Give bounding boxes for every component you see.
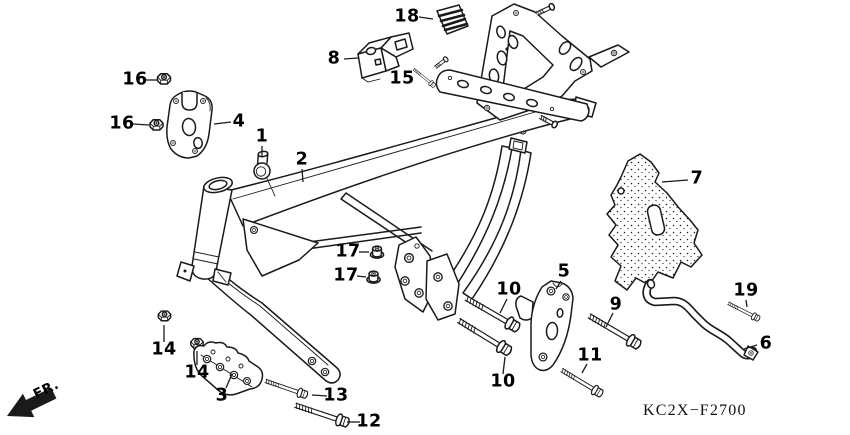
part-callout-1: 1 [255,126,269,147]
part-callout-8: 8 [327,48,341,69]
leader-line-19 [745,299,748,308]
leader-line-3 [225,373,233,389]
part-callout-10: 10 [496,279,522,300]
part-callout-18: 18 [394,6,420,27]
part-18-rubber-block [436,4,469,35]
part-1-clip [253,150,276,197]
part-callout-16: 16 [122,69,148,90]
part-callout-6: 6 [759,333,773,354]
frame-hanger-plates [394,236,460,321]
part-callout-7: 7 [690,168,704,189]
leader-line-9 [605,312,614,328]
leader-line-17 [356,275,367,278]
part-callout-13: 13 [323,385,349,406]
frame-main-spar [226,96,597,227]
leader-line-7 [661,179,689,183]
part-callout-15: 15 [389,68,415,89]
part-8-bracket [357,32,414,83]
frame-tail-bridge [431,3,630,129]
part-2-frame-body [176,3,630,384]
part-callout-5: 5 [557,261,571,282]
leader-line-13 [311,394,328,397]
leader-line-11 [581,363,588,374]
frame-rear-down-tubes [442,127,532,300]
part-callout-14: 14 [184,362,210,383]
frame-gusset [242,218,319,277]
leader-line-4 [213,121,232,125]
part-5-bracket [515,280,574,372]
part-callout-3: 3 [215,385,229,406]
part-callout-12: 12 [356,411,382,432]
part-callout-10: 10 [490,371,516,392]
leader-line-2 [301,168,304,183]
frame-head-tube [176,176,233,286]
part-callout-2: 2 [295,149,309,170]
leader-line-18 [418,16,434,20]
leader-line-8 [343,57,359,60]
part-callout-19: 19 [733,280,759,301]
part-callout-16: 16 [109,113,135,134]
leader-line-10 [499,298,508,314]
part-3-bracket [193,341,264,396]
part-callout-11: 11 [577,345,603,366]
leader-line-5 [555,280,562,290]
part-callout-14: 14 [151,339,177,360]
part-callout-9: 9 [609,294,623,315]
leader-line-16 [132,123,150,126]
part-6-stay-band [642,278,759,361]
part-7-guard-plate [606,153,703,291]
part-callout-4: 4 [232,111,246,132]
part-4-bracket [166,90,213,159]
leader-line-10 [502,356,506,375]
part-callout-17: 17 [333,265,359,286]
part-callout-17: 17 [335,241,361,262]
leader-line-6 [743,344,758,350]
diagram-code: KC2X−F2700 [643,402,747,419]
